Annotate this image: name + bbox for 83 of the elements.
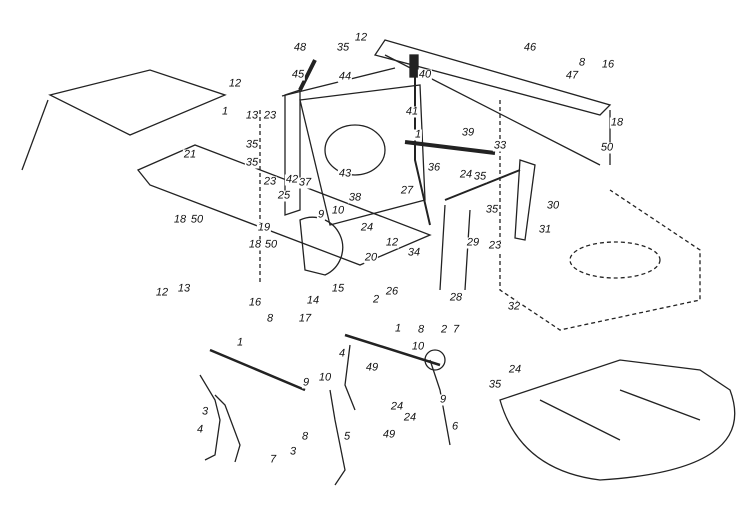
callout-number: 49: [382, 430, 396, 440]
callout-number: 21: [182, 150, 198, 160]
callout-number: 24: [458, 170, 474, 180]
callout-number: 26: [384, 286, 400, 298]
callout-number: 13: [244, 110, 260, 122]
callout-number: 38: [348, 192, 362, 204]
callout-number: 39: [460, 128, 476, 138]
callout-number: 1: [414, 130, 422, 140]
callout-number: 12: [228, 78, 242, 90]
callout-number: 50: [190, 214, 204, 226]
callout-number: 12: [384, 238, 400, 248]
callout-number: 18: [248, 240, 262, 250]
callout-number: 31: [538, 224, 552, 236]
callout-number: 24: [360, 222, 374, 234]
callout-number: 2: [440, 324, 448, 336]
callout-number: 44: [338, 72, 352, 82]
callout-number: 18: [610, 118, 624, 128]
callout-number: 50: [600, 142, 614, 154]
callout-number: 50: [264, 240, 278, 250]
callout-number: 8: [416, 324, 426, 336]
callout-number: 14: [306, 296, 320, 306]
callout-number: 47: [564, 70, 580, 82]
callout-number: 9: [438, 394, 448, 406]
callout-number: 46: [522, 42, 538, 54]
callout-number: 25: [276, 190, 292, 202]
callout-number: 3: [288, 446, 298, 458]
callout-number: 12: [354, 32, 368, 44]
callout-number: 13: [176, 284, 192, 294]
callout-number: 9: [316, 210, 326, 220]
callout-number: 49: [364, 362, 380, 374]
callout-number: 18: [172, 214, 188, 226]
callout-number: 37: [298, 178, 312, 188]
callout-number: 16: [600, 60, 616, 70]
callout-number: 12: [154, 288, 170, 298]
callout-number: 41: [404, 106, 420, 118]
callout-number: 43: [338, 168, 352, 180]
callout-number: 23: [262, 110, 278, 122]
callout-number: 7: [268, 454, 278, 466]
callout-number: 33: [492, 140, 508, 152]
callout-number: 28: [448, 292, 464, 304]
callout-number: 3: [200, 406, 210, 418]
callout-number: 4: [196, 424, 204, 436]
callout-number: 24: [402, 412, 418, 424]
callout-number: 24: [390, 402, 404, 412]
callout-number: 8: [266, 314, 274, 324]
callout-number: 45: [290, 70, 306, 80]
callout-number: 35: [336, 42, 350, 54]
callout-number: 34: [406, 248, 422, 258]
callout-number: 9: [302, 378, 310, 388]
callout-number: 20: [364, 252, 378, 264]
callout-number: 10: [330, 206, 346, 216]
callout-number: 35: [488, 380, 502, 390]
callout-number: 17: [298, 314, 312, 324]
callout-number: 35: [484, 204, 500, 216]
callout-number: 2: [372, 294, 380, 306]
callout-number: 5: [342, 432, 352, 442]
callout-number: 1: [236, 338, 244, 348]
callout-number: 10: [318, 372, 332, 384]
callout-number: 48: [292, 42, 308, 54]
callout-number: 32: [506, 302, 522, 312]
callout-number: 6: [450, 422, 460, 432]
callout-number: 42: [284, 174, 300, 186]
callout-number: 35: [244, 140, 260, 150]
callout-number: 30: [546, 200, 560, 212]
callout-number: 23: [488, 240, 502, 252]
callout-number: 40: [418, 70, 432, 80]
callout-number: 4: [338, 348, 346, 360]
callout-number: 24: [508, 364, 522, 376]
callout-number: 35: [472, 172, 488, 182]
callout-number: 36: [426, 162, 442, 174]
callout-number: 8: [578, 58, 586, 68]
callout-number: 7: [452, 324, 460, 336]
callout-number: 23: [262, 176, 278, 188]
callout-number: 35: [244, 158, 260, 168]
callout-number: 15: [330, 284, 346, 294]
callout-number: 8: [300, 432, 310, 442]
callout-number: 1: [394, 324, 402, 334]
callout-number: 1: [220, 106, 230, 118]
callout-number: 19: [256, 222, 272, 234]
callout-number: 10: [410, 342, 426, 352]
callout-number: 16: [248, 298, 262, 308]
callout-number: 29: [466, 238, 480, 248]
callout-number: 27: [400, 186, 414, 196]
